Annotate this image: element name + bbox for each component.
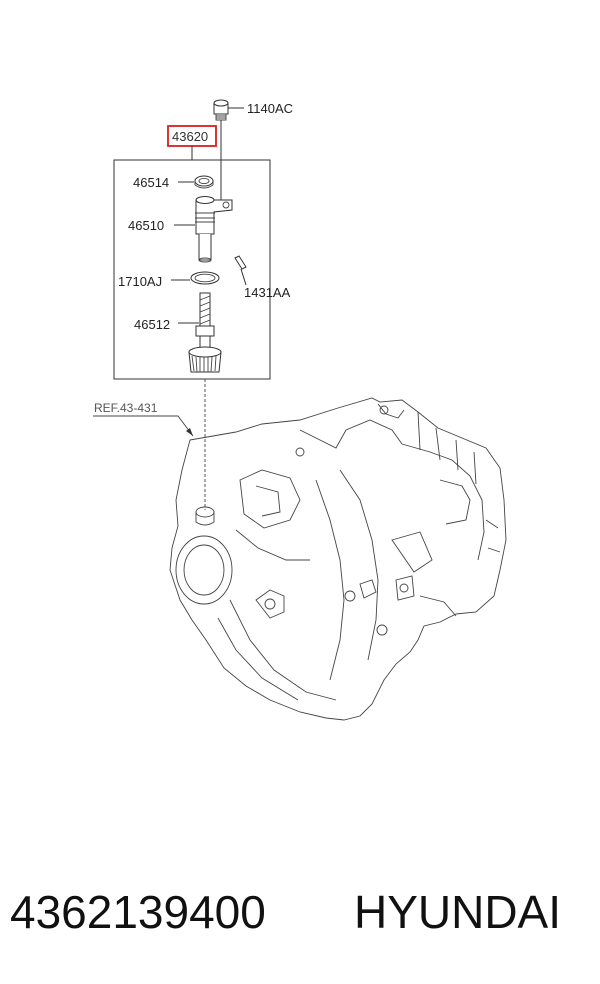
label-46514: 46514 <box>133 175 169 190</box>
assembly-frame <box>113 159 271 380</box>
sleeve-46510 <box>174 196 233 263</box>
transmission-housing <box>169 397 507 721</box>
gear-shaft-46512 <box>178 292 222 373</box>
part-number: 4362139400 <box>10 886 266 938</box>
label-43620: 43620 <box>172 129 208 144</box>
seal-46514 <box>178 175 214 189</box>
label-ref-43-431: REF.43-431 <box>94 401 158 415</box>
reference-arrow-icon <box>186 428 193 436</box>
reference-leader-line <box>93 415 194 437</box>
label-1431aa: 1431AA <box>244 285 291 300</box>
caption: 4362139400 HYUNDAI <box>0 880 600 944</box>
label-46510: 46510 <box>128 218 164 233</box>
pin-1431aa <box>234 255 247 286</box>
label-1140ac: 1140AC <box>247 101 293 116</box>
label-46512: 46512 <box>134 317 170 332</box>
brand-name: HYUNDAI <box>354 886 562 938</box>
label-1710aj: 1710AJ <box>118 274 162 289</box>
bolt-1140ac <box>213 99 244 121</box>
oring-1710aj <box>171 271 220 285</box>
